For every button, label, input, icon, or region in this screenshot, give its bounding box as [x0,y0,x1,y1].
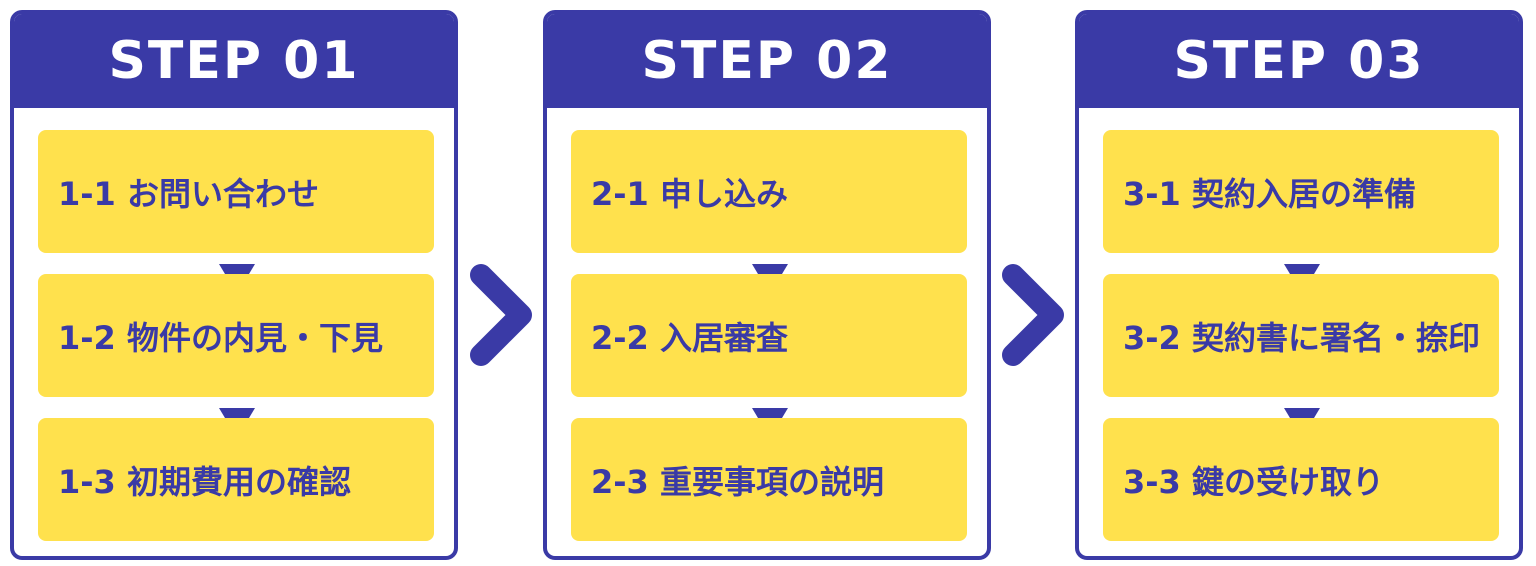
chevron-right-icon [470,264,532,366]
task-1-3: 1-3 初期費用の確認 [38,418,434,541]
task-1-2: 1-2 物件の内見・下見 [38,274,434,397]
task-3-2: 3-2 契約書に署名・捺印 [1103,274,1499,397]
step-03-panel: STEP 03 3-1 契約入居の準備 3-2 契約書に署名・捺印 3-3 鍵の… [1075,10,1523,560]
task-2-3: 2-3 重要事項の説明 [571,418,967,541]
task-2-1: 2-1 申し込み [571,130,967,253]
step-02-panel: STEP 02 2-1 申し込み 2-2 入居審査 2-3 重要事項の説明 [543,10,991,560]
task-1-1: 1-1 お問い合わせ [38,130,434,253]
task-2-2: 2-2 入居審査 [571,274,967,397]
step-02-title: STEP 02 [547,14,987,108]
task-3-3: 3-3 鍵の受け取り [1103,418,1499,541]
step-01-title: STEP 01 [14,14,454,108]
step-03-title: STEP 03 [1079,14,1519,108]
step-01-panel: STEP 01 1-1 お問い合わせ 1-2 物件の内見・下見 1-3 初期費用… [10,10,458,560]
task-3-1: 3-1 契約入居の準備 [1103,130,1499,253]
chevron-right-icon [1002,264,1064,366]
